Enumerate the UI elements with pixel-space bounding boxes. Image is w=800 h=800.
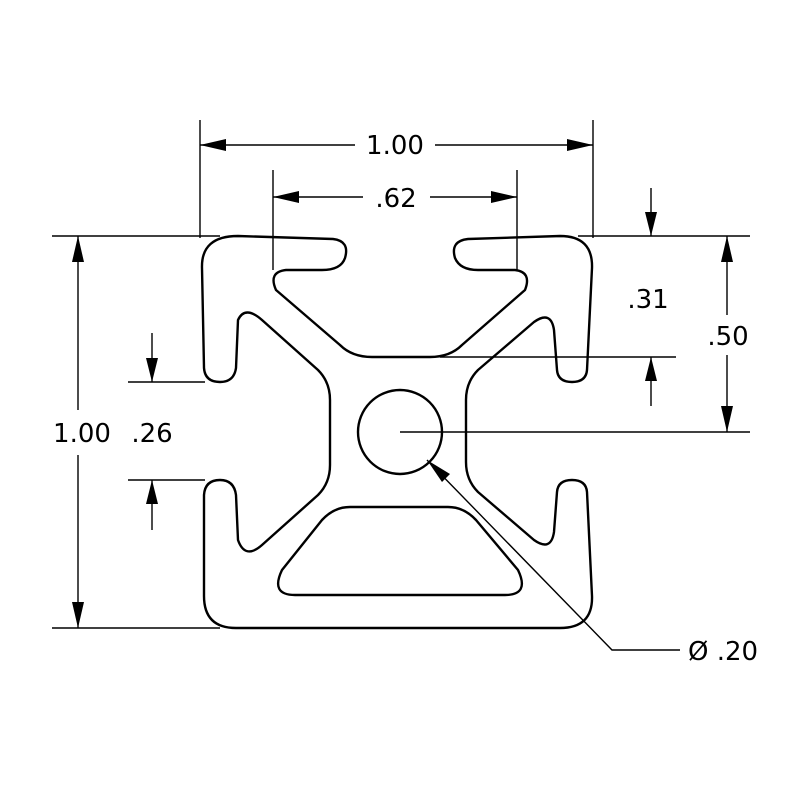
dimension-slot-opening: .26 [128, 333, 205, 530]
dimension-slot-depth: .31 [440, 188, 750, 406]
dimension-center-hole-diameter: Ø .20 [426, 459, 758, 667]
label-overall-height: 1.00 [53, 419, 111, 449]
label-slot-depth: .31 [627, 285, 668, 315]
profile-inner-pocket [277, 505, 523, 597]
dimension-slot-spacing: .62 [272, 170, 518, 270]
profile-outer-outline [200, 234, 594, 630]
dimension-overall-width: 1.00 [199, 120, 594, 238]
label-center-hole-diameter: Ø .20 [688, 637, 758, 667]
label-slot-spacing: .62 [375, 184, 416, 214]
dimension-overall-height: 1.00 [52, 235, 220, 629]
label-overall-width: 1.00 [366, 131, 424, 161]
dimension-center-offset: .50 [400, 236, 750, 433]
label-slot-opening: .26 [131, 419, 172, 449]
label-center-offset: .50 [707, 322, 748, 352]
